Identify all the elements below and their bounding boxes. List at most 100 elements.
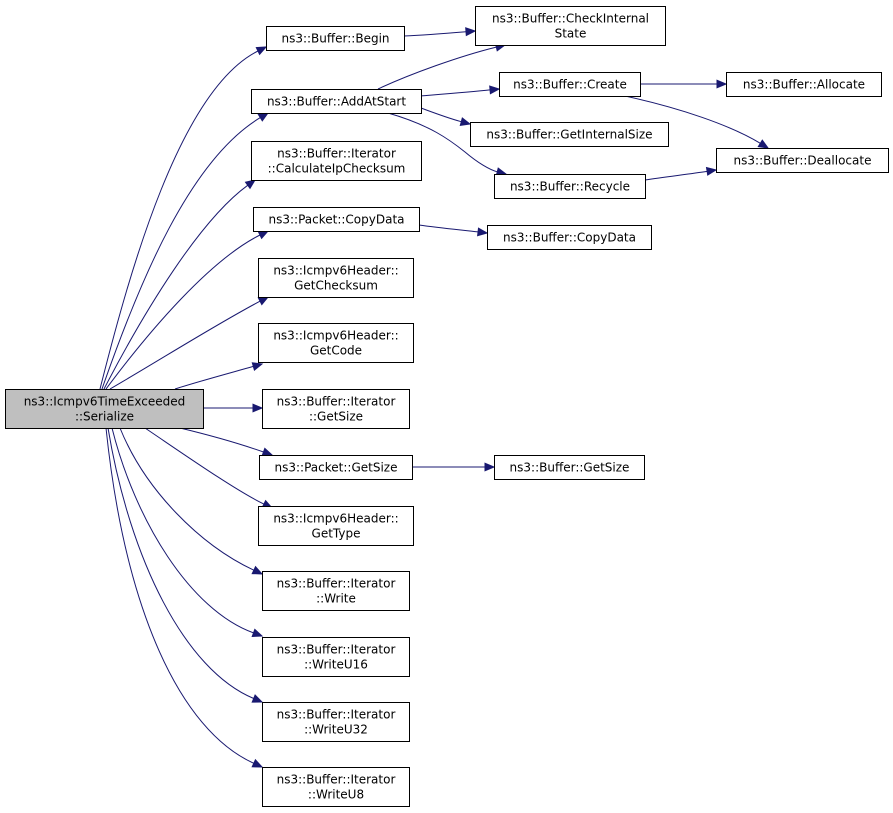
node-box[interactable] bbox=[262, 389, 410, 429]
edge-line bbox=[387, 112, 498, 173]
node-label: GetType bbox=[312, 527, 361, 541]
node-deallocate[interactable]: ns3::Buffer::Deallocate bbox=[716, 148, 889, 173]
node-buffergetsize[interactable]: ns3::Buffer::GetSize bbox=[494, 455, 645, 480]
node-box[interactable] bbox=[499, 72, 641, 97]
node-label: ::CalculateIpChecksum bbox=[268, 162, 406, 176]
edge-serialize-to-getcode bbox=[174, 362, 264, 390]
edge-arrowhead bbox=[251, 694, 264, 703]
edge-arrowhead bbox=[251, 362, 264, 371]
node-serialize[interactable]: ns3::Icmpv6TimeExceeded::Serialize bbox=[5, 389, 204, 429]
edge-line bbox=[109, 300, 261, 390]
node-gettype[interactable]: ns3::Icmpv6Header::GetType bbox=[258, 506, 414, 546]
node-box[interactable] bbox=[253, 207, 420, 232]
node-label: ns3::Icmpv6TimeExceeded bbox=[24, 395, 186, 409]
edge-begin-to-checkinternal bbox=[403, 27, 477, 37]
node-label: ns3::Buffer::Create bbox=[513, 78, 627, 92]
edge-arrowhead bbox=[257, 230, 270, 240]
edge-addatstart-to-getinternalsize bbox=[420, 107, 472, 127]
node-getchecksum[interactable]: ns3::Icmpv6Header::GetChecksum bbox=[258, 258, 414, 298]
node-write[interactable]: ns3::Buffer::Iterator::Write bbox=[262, 571, 410, 611]
node-label: ns3::Buffer::Iterator bbox=[277, 643, 396, 657]
edge-serialize-to-writeu8 bbox=[105, 427, 264, 768]
edge-recycle-to-deallocate bbox=[644, 166, 718, 181]
node-getinternalsize[interactable]: ns3::Buffer::GetInternalSize bbox=[470, 122, 669, 147]
node-label: ns3::Packet::GetSize bbox=[275, 461, 398, 475]
edge-line bbox=[624, 95, 761, 144]
edge-serialize-to-calcipchecksum bbox=[103, 179, 257, 390]
edge-arrowhead bbox=[251, 758, 264, 768]
call-graph-nodes: ns3::Icmpv6TimeExceeded::Serializens3::B… bbox=[5, 6, 889, 807]
edge-arrowhead bbox=[489, 85, 501, 95]
node-box[interactable] bbox=[266, 26, 405, 51]
edge-line bbox=[644, 170, 708, 181]
node-label: ns3::Icmpv6Header:: bbox=[273, 264, 398, 278]
node-recycle[interactable]: ns3::Buffer::Recycle bbox=[494, 174, 646, 199]
edge-line bbox=[418, 224, 479, 233]
node-begin[interactable]: ns3::Buffer::Begin bbox=[266, 26, 405, 51]
node-box[interactable] bbox=[475, 6, 666, 46]
node-box[interactable] bbox=[258, 323, 414, 363]
node-label: ::WriteU16 bbox=[304, 658, 368, 672]
node-box[interactable] bbox=[262, 767, 410, 807]
node-packetgetsize[interactable]: ns3::Packet::GetSize bbox=[259, 455, 413, 480]
node-box[interactable] bbox=[262, 702, 410, 742]
node-box[interactable] bbox=[251, 89, 422, 114]
edge-create-to-allocate bbox=[640, 79, 728, 89]
node-label: ns3::Buffer::GetInternalSize bbox=[486, 128, 652, 142]
edge-serialize-to-addatstart bbox=[101, 112, 270, 390]
edge-line bbox=[403, 31, 467, 37]
edge-arrowhead bbox=[255, 46, 268, 56]
node-box[interactable] bbox=[494, 174, 646, 199]
node-box[interactable] bbox=[262, 571, 410, 611]
edge-arrowhead bbox=[459, 117, 472, 127]
node-writeu8[interactable]: ns3::Buffer::Iterator::WriteU8 bbox=[262, 767, 410, 807]
node-label: ::Write bbox=[316, 592, 356, 606]
node-box[interactable] bbox=[259, 455, 413, 480]
node-calcipchecksum[interactable]: ns3::Buffer::Iterator::CalculateIpChecks… bbox=[251, 141, 422, 181]
edge-line bbox=[420, 89, 491, 97]
node-writeu32[interactable]: ns3::Buffer::Iterator::WriteU32 bbox=[262, 702, 410, 742]
node-label: ns3::Buffer::Iterator bbox=[277, 395, 396, 409]
node-box[interactable] bbox=[716, 148, 889, 173]
node-box[interactable] bbox=[5, 389, 204, 429]
edge-line bbox=[144, 427, 265, 505]
node-create[interactable]: ns3::Buffer::Create bbox=[499, 72, 641, 97]
node-label: ::WriteU8 bbox=[308, 788, 364, 802]
edge-arrowhead bbox=[251, 565, 264, 575]
node-writeu16[interactable]: ns3::Buffer::Iterator::WriteU16 bbox=[262, 637, 410, 677]
node-box[interactable] bbox=[251, 141, 422, 181]
edge-addatstart-to-create bbox=[420, 85, 501, 97]
edge-packetgetsize-to-buffergetsize bbox=[411, 462, 496, 472]
edge-line bbox=[119, 427, 255, 571]
node-box[interactable] bbox=[262, 637, 410, 677]
edge-arrowhead bbox=[484, 462, 496, 472]
edge-arrowhead bbox=[705, 166, 718, 176]
node-label: GetChecksum bbox=[294, 279, 378, 293]
edge-line bbox=[105, 234, 261, 390]
node-buffercopydata[interactable]: ns3::Buffer::CopyData bbox=[487, 225, 652, 250]
edge-serialize-to-itergetsize bbox=[203, 403, 264, 413]
node-box[interactable] bbox=[470, 122, 669, 147]
edge-serialize-to-write bbox=[119, 427, 264, 575]
edge-line bbox=[107, 427, 254, 699]
edge-arrowhead bbox=[261, 447, 274, 457]
node-label: ::WriteU32 bbox=[304, 723, 368, 737]
node-box[interactable] bbox=[487, 225, 652, 250]
node-box[interactable] bbox=[258, 258, 414, 298]
node-itergetsize[interactable]: ns3::Buffer::Iterator::GetSize bbox=[262, 389, 410, 429]
node-box[interactable] bbox=[258, 506, 414, 546]
edge-arrowhead bbox=[257, 112, 270, 122]
node-addatstart[interactable]: ns3::Buffer::AddAtStart bbox=[251, 89, 422, 114]
node-label: ns3::Buffer::Iterator bbox=[277, 773, 396, 787]
node-getcode[interactable]: ns3::Icmpv6Header::GetCode bbox=[258, 323, 414, 363]
edge-packetcopydata-to-buffercopydata bbox=[418, 224, 489, 237]
edge-serialize-to-packetgetsize bbox=[179, 427, 274, 457]
node-box[interactable] bbox=[726, 72, 882, 97]
node-allocate[interactable]: ns3::Buffer::Allocate bbox=[726, 72, 882, 97]
node-box[interactable] bbox=[494, 455, 645, 480]
edge-line bbox=[99, 50, 259, 390]
edge-serialize-to-gettype bbox=[144, 427, 274, 509]
node-label: ns3::Buffer::Iterator bbox=[277, 708, 396, 722]
node-packetcopydata[interactable]: ns3::Packet::CopyData bbox=[253, 207, 420, 232]
